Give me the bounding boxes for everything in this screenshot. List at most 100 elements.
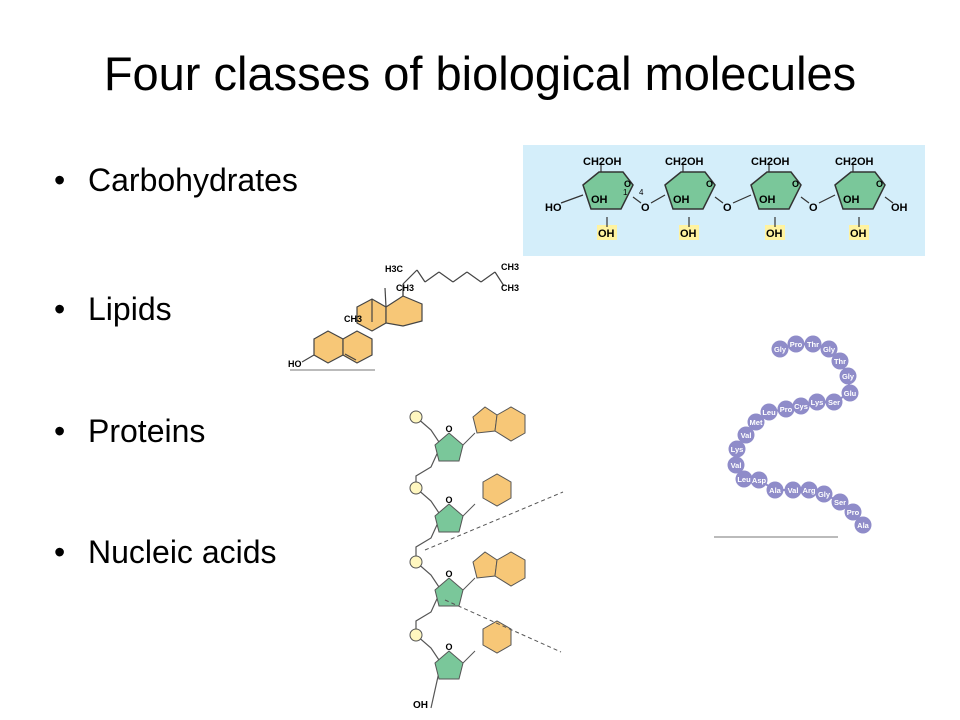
steroid-rings [313, 295, 423, 364]
linkage-o: O [723, 202, 732, 214]
link-bond [650, 194, 666, 204]
lipid-diagram: H3C CH3 CH3 CH3 CH3 HO [288, 262, 519, 371]
bead-circle [735, 470, 753, 488]
residue-label: Gly [823, 345, 836, 354]
amino-acid-bead: Lys [808, 393, 826, 411]
ring-shape [834, 171, 886, 210]
bead-circle [825, 393, 843, 411]
copyright-note [714, 536, 838, 538]
amino-acid-bead: Gly [815, 485, 833, 503]
bottom-oh-label: OH [766, 228, 783, 240]
residue-label: Val [731, 461, 742, 470]
bead-circle [815, 485, 833, 503]
phosphate-circle [409, 481, 423, 495]
base-ring [472, 551, 498, 579]
ch2oh-label: CH2OH [835, 156, 874, 168]
bottom-oh-label: OH [598, 228, 615, 240]
base-ring [494, 551, 526, 587]
residue-label: Pro [780, 405, 793, 414]
amino-acid-bead: Glu [841, 384, 859, 402]
sugar-pentagon [434, 432, 464, 462]
amino-acid-bead: Asp [750, 471, 768, 489]
glycosidic-bond [462, 577, 476, 591]
label-ch3-right: CH3 [501, 283, 519, 293]
dashed-guide [424, 491, 564, 551]
ring-oh-label: OH [591, 194, 608, 206]
glycosidic-bond [462, 650, 476, 664]
sugar-oxygen: O [445, 424, 452, 434]
ring-oxygen: O [876, 179, 883, 189]
nucleotide: O [409, 551, 526, 607]
sugar-pentagon [434, 503, 464, 533]
double-bond [344, 353, 357, 361]
ch2oh-label: CH2OH [583, 156, 622, 168]
label-ch3-b: CH3 [344, 314, 362, 324]
link-bond [714, 196, 724, 204]
residue-label: Cys [794, 402, 808, 411]
end-oh-label: OH [413, 700, 428, 711]
oh-highlight [679, 225, 699, 240]
ring-oh-label: OH [843, 194, 860, 206]
link-bond [884, 196, 894, 204]
ring-shape [582, 171, 634, 210]
bead-circle [831, 493, 849, 511]
dashed-guide [444, 599, 562, 653]
oh-highlight [597, 225, 617, 240]
bead-circle [831, 352, 849, 370]
bead-circle [747, 413, 765, 431]
bead-circle [820, 340, 838, 358]
bead-circle [839, 367, 857, 385]
bullet-dot: • [54, 162, 66, 198]
residue-label: Ala [857, 521, 870, 530]
ch2oh-label: CH2OH [665, 156, 704, 168]
bead-circle [854, 516, 872, 534]
amino-acid-bead: Pro [777, 400, 795, 418]
ring-b [342, 330, 373, 364]
bead-circle [792, 397, 810, 415]
link-bond [818, 194, 836, 204]
carbohydrate-diagram: HOOCH2OHOHOHOOCH2OHOHOHOOCH2OHOHOHOOCH2O… [523, 145, 925, 256]
residue-label: Gly [818, 490, 831, 499]
amino-acid-bead: Cys [792, 397, 810, 415]
amino-acid-bead: Ala [766, 481, 784, 499]
bullet-dot: • [54, 291, 66, 327]
oh-highlight [765, 225, 785, 240]
ring-shape [664, 171, 716, 210]
amino-acid-bead: Lys [728, 440, 746, 458]
bottom-oh-label: OH [680, 228, 697, 240]
residue-label: Thr [834, 357, 846, 366]
residue-label: Lys [731, 445, 744, 454]
residue-label: Gly [842, 372, 855, 381]
sugar-oxygen: O [445, 495, 452, 505]
ring-a [313, 330, 344, 364]
amino-acid-bead: Ser [825, 393, 843, 411]
phosphate-circle [409, 410, 423, 424]
residue-label: Ser [834, 498, 846, 507]
bullet-text: Carbohydrates [88, 162, 298, 198]
glycosidic-bond [462, 432, 476, 446]
amino-acid-bead: Thr [804, 335, 822, 353]
amino-acid-bead: Thr [831, 352, 849, 370]
residue-label: Leu [737, 475, 751, 484]
bead-circle [784, 481, 802, 499]
bead-circle [777, 400, 795, 418]
residue-label: Leu [762, 408, 776, 417]
link-bond [632, 196, 642, 204]
residue-label: Ala [769, 486, 782, 495]
ring-oxygen: O [624, 179, 631, 189]
residue-label: Met [750, 418, 763, 427]
sugar-oxygen: O [445, 569, 452, 579]
residue-label: Val [741, 431, 752, 440]
linkage-o: O [809, 202, 818, 214]
side-chain [301, 269, 505, 363]
base-ring [482, 620, 512, 654]
amino-acid-bead: Val [727, 456, 745, 474]
residue-label: Pro [847, 508, 860, 517]
ch2oh-label: CH2OH [751, 156, 790, 168]
